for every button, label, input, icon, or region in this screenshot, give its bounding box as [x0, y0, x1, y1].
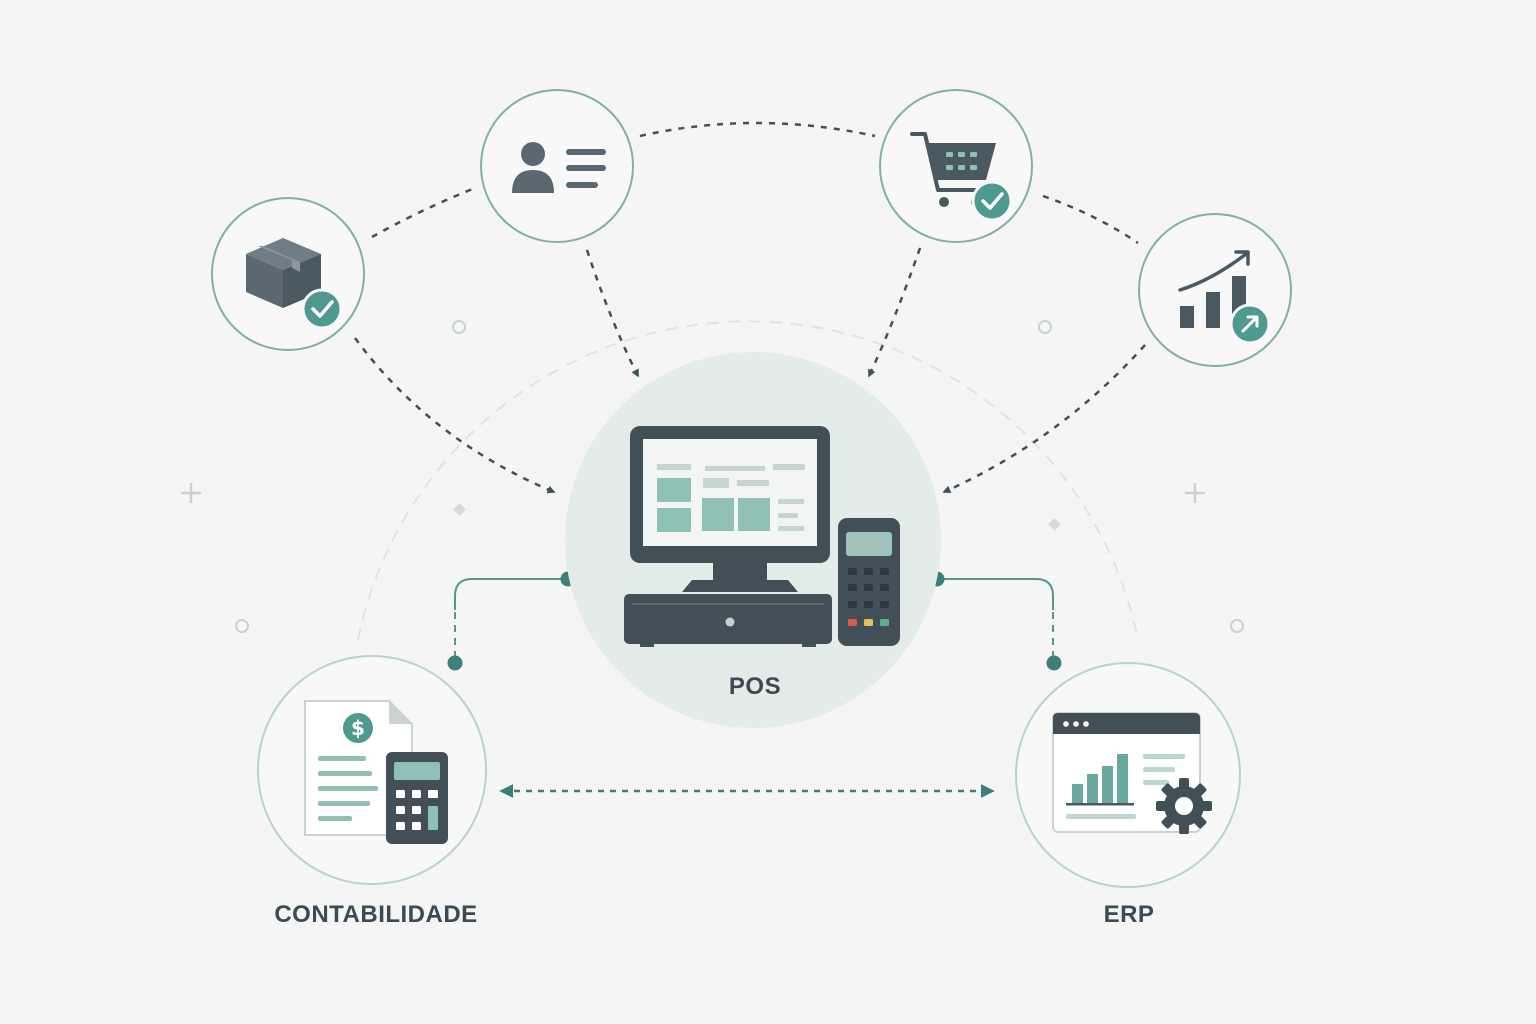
invoice-calculator-icon: $ — [304, 700, 448, 844]
customer-profile-icon — [512, 142, 606, 193]
decoration-plus-left — [181, 483, 201, 503]
decoration-diamond-left — [453, 503, 466, 516]
arrow-analytics-to-pos — [942, 344, 1146, 494]
ecommerce-node — [879, 89, 1033, 243]
erp-dashboard-gear-icon — [1052, 712, 1212, 834]
analytics-node — [1138, 213, 1292, 367]
arrow-inventory-to-pos — [353, 337, 556, 494]
decoration-diamond-right — [1048, 518, 1061, 531]
decoration-plus-right — [1185, 483, 1205, 503]
decoration-dots — [235, 320, 1244, 633]
gear-icon — [1156, 778, 1212, 834]
box-check-icon — [246, 238, 343, 330]
pos-node: POS — [565, 352, 941, 728]
pos-erp-link — [929, 571, 1062, 671]
arrow-ecommerce-to-pos — [867, 247, 922, 378]
growth-chart-icon — [1178, 250, 1271, 345]
satellite-connectors — [371, 121, 1139, 245]
pos-inbound-arrows — [353, 247, 1146, 494]
erp-label: ERP — [1104, 901, 1155, 928]
card-terminal-icon — [838, 518, 900, 646]
background-arc — [357, 320, 1139, 641]
svg-text:$: $ — [351, 716, 365, 740]
accounting-label: CONTABILIDADE — [274, 901, 477, 928]
arrow-customers-to-pos — [585, 249, 640, 378]
pos-label: POS — [729, 673, 781, 700]
pos-accounting-link — [447, 571, 576, 671]
accounting-node: $ CONTABILIDADE — [257, 655, 487, 928]
inventory-node — [211, 197, 365, 351]
pos-terminal-icon — [624, 426, 832, 647]
customers-node — [480, 89, 634, 243]
shopping-cart-check-icon — [910, 132, 1013, 222]
erp-node: ERP — [1015, 662, 1241, 928]
